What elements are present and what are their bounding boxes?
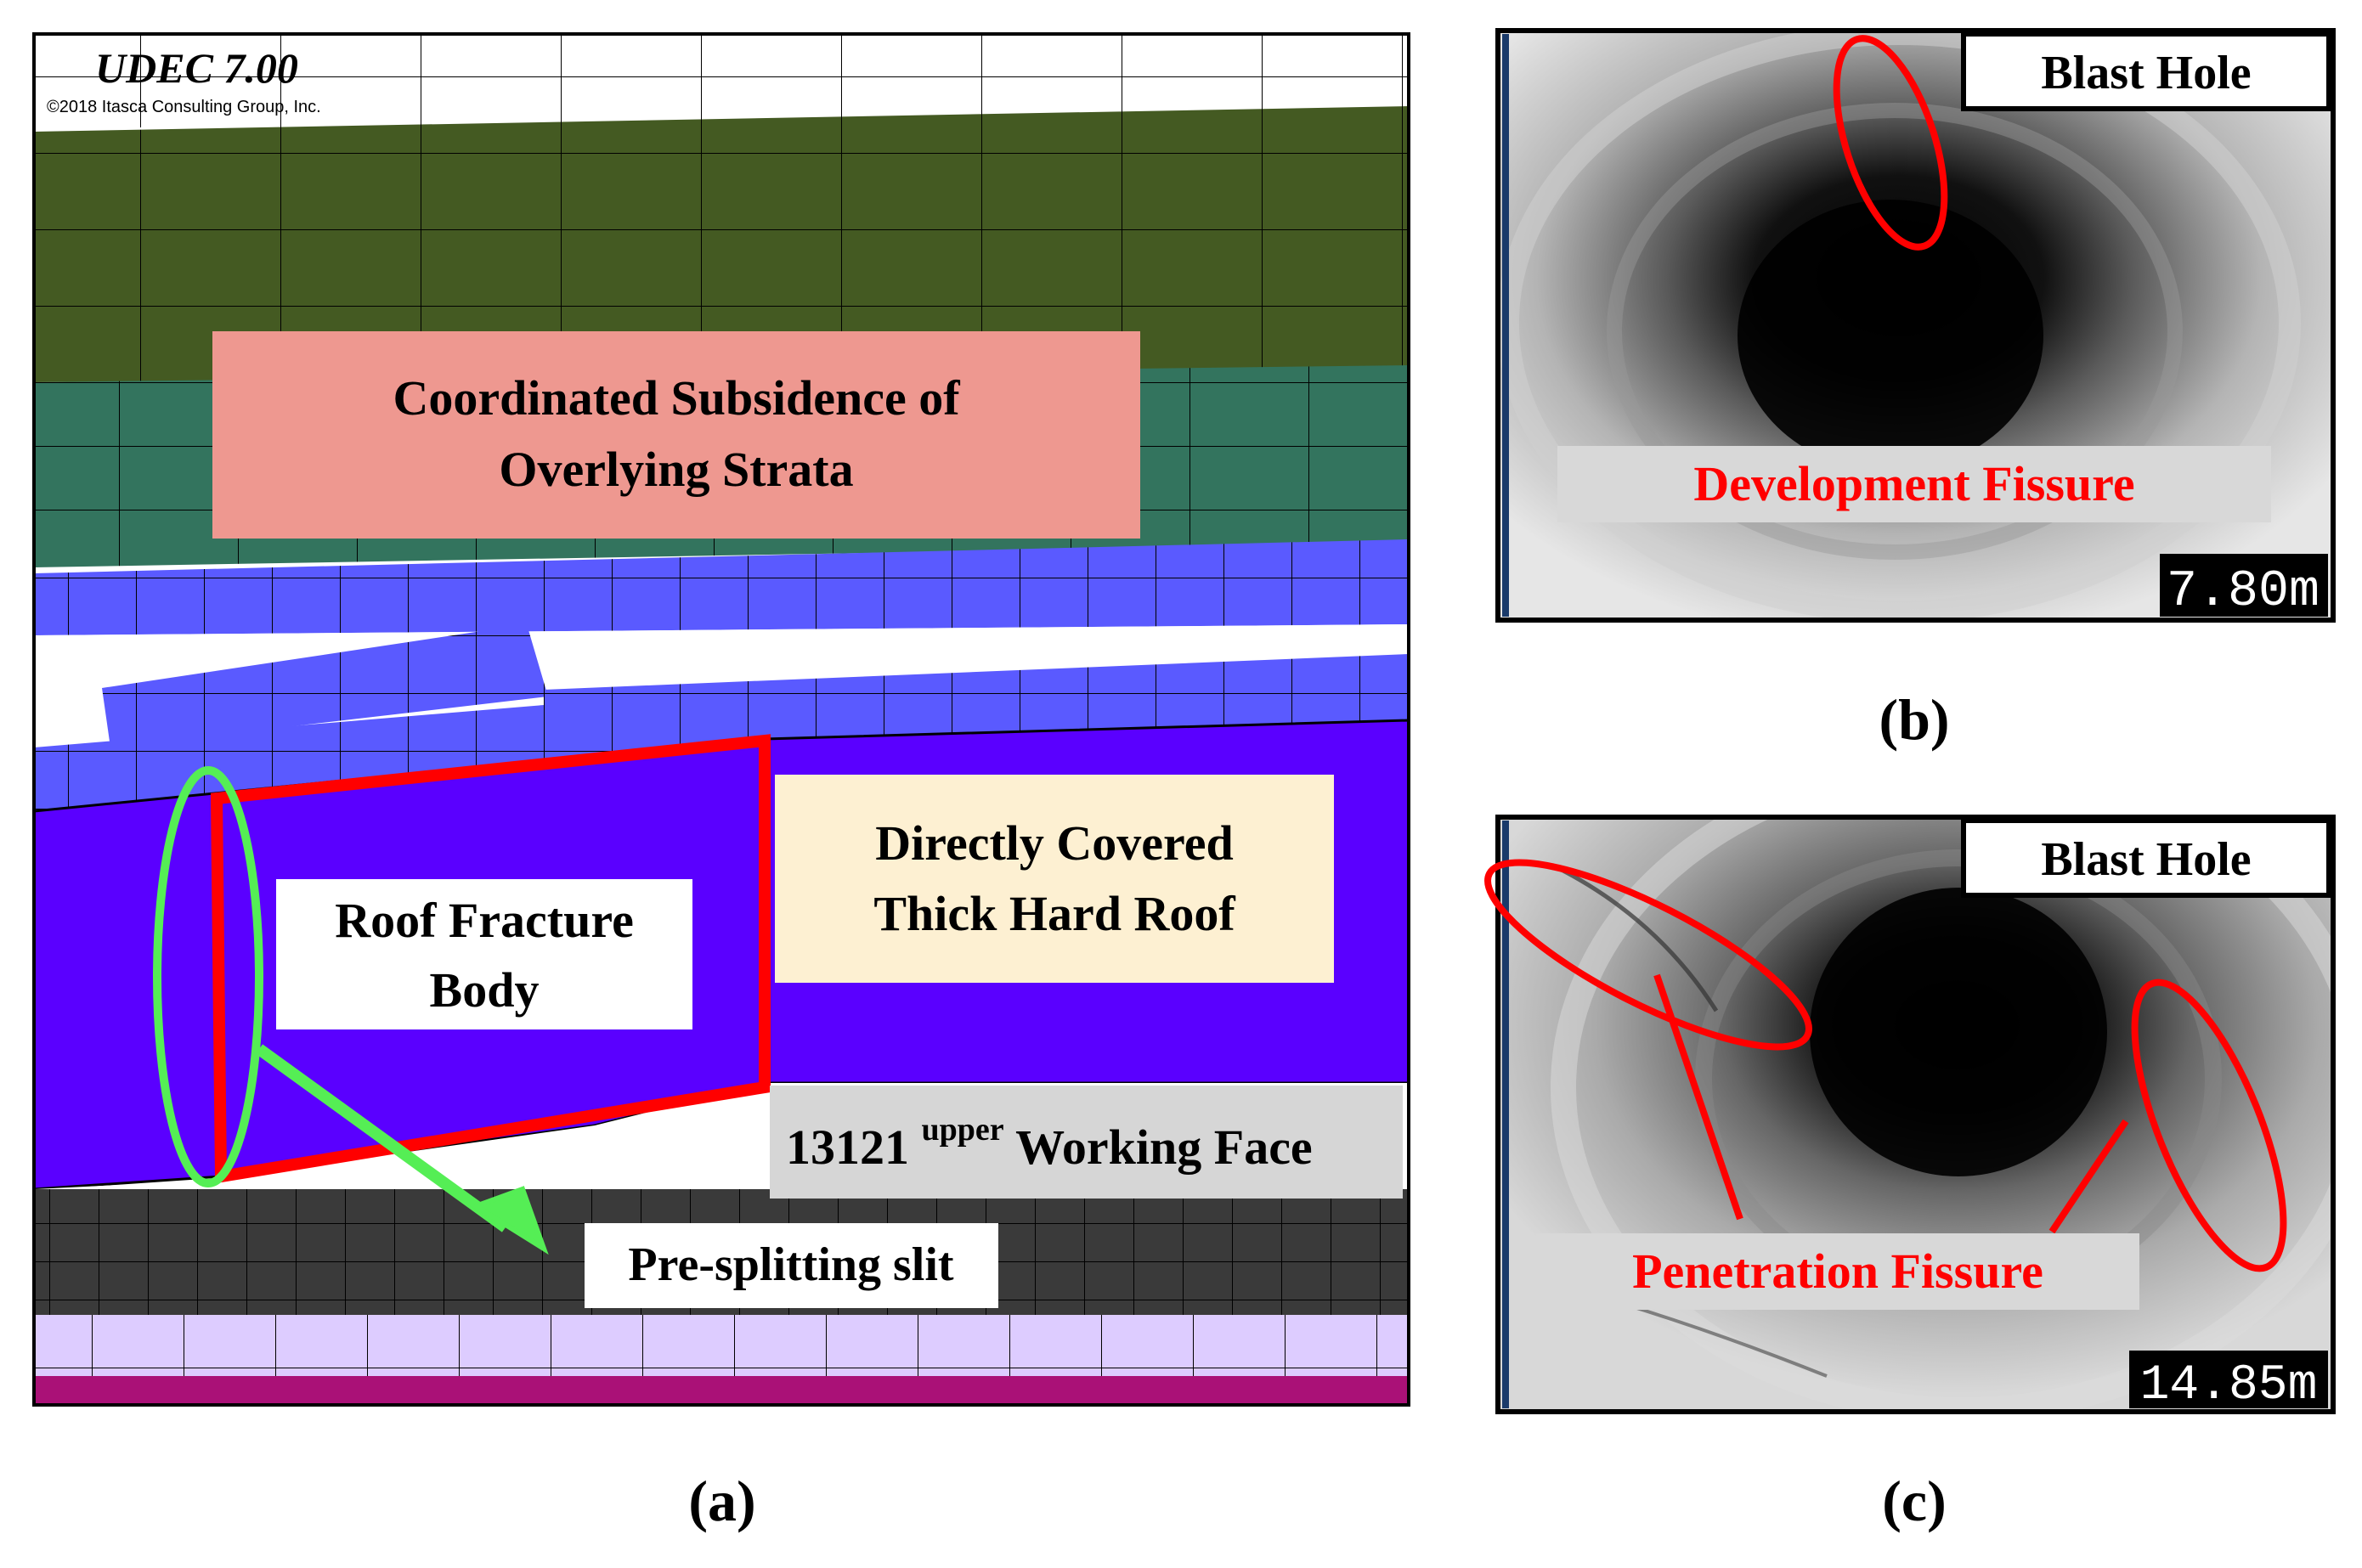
subsidence-label-line1: Coordinated Subsidence of: [393, 370, 960, 426]
working-face-superscript: upper: [922, 1112, 1004, 1148]
caption-a: (a): [688, 1469, 755, 1533]
slit-label-box: [585, 1223, 998, 1308]
panel-b-depth: 7.80m: [2167, 563, 2320, 621]
slit-arrow-head: [470, 1186, 549, 1255]
software-title: UDEC 7.00: [95, 44, 298, 92]
panel-c-pointer-left: [1653, 973, 1743, 1221]
pre-splitting-slit-ellipse: [153, 766, 263, 1187]
thick-roof-label-box: [775, 775, 1334, 983]
tilted-blue-block-row: [102, 624, 548, 747]
panel-a-model: [34, 34, 1409, 1405]
panel-b-fissure-label-box: [1557, 446, 2271, 522]
panel-b-borehole-photo: [1498, 31, 2333, 620]
subsidence-label-box: [212, 331, 1140, 539]
fracture-label-box: [276, 879, 692, 1029]
panel-c-fissure-label-box: [1536, 1233, 2139, 1310]
magenta-base-layer: [34, 1376, 1409, 1405]
slit-arrow-shaft: [255, 1044, 510, 1232]
olive-strata-layer: [34, 106, 1409, 382]
working-face-label-box: [770, 1086, 1403, 1199]
thick-roof-label-line2: Thick Hard Roof: [873, 886, 1235, 941]
panel-c-depth-box: [2129, 1351, 2328, 1408]
working-face-label: 13121 upper Working Face: [786, 1096, 1313, 1175]
panel-a-frame: [32, 32, 1410, 1407]
panel-c-depth: 14.85m: [2140, 1358, 2318, 1413]
panel-c-blast-hole-box: [1961, 818, 2331, 898]
panel-c-pointer-right: [2048, 1119, 2129, 1234]
caption-c: (c): [1882, 1469, 1946, 1533]
upper-blue-block-layer: [34, 539, 1409, 635]
panel-c-frame: [1495, 815, 2336, 1414]
panel-b-depth-box: [2160, 554, 2328, 617]
caption-b: (b): [1879, 687, 1949, 752]
thick-roof-label-line1: Directly Covered: [875, 815, 1233, 871]
slit-label: Pre-splitting slit: [628, 1238, 954, 1291]
fracture-label-line1: Roof Fracture: [335, 893, 634, 948]
working-face-text: Working Face: [1015, 1120, 1313, 1175]
panel-b-fissure-label: Development Fissure: [1693, 456, 2134, 511]
subsidence-label-line2: Overlying Strata: [499, 442, 853, 497]
panel-c-fissure-label: Penetration Fissure: [1632, 1244, 2043, 1299]
lavender-floor-layer: [34, 1315, 1409, 1376]
panel-c-fissure-ellipse-left: [1484, 859, 1812, 1051]
panel-b-fissure-ellipse: [1833, 35, 1948, 251]
panel-b-frame: [1495, 28, 2336, 623]
roof-fracture-body-outline: [210, 734, 771, 1184]
copyright-notice: ©2018 Itasca Consulting Group, Inc.: [47, 98, 321, 116]
panel-b-blast-hole-label: Blast Hole: [2041, 47, 2251, 99]
panel-c-fissure-ellipse-right: [2131, 979, 2287, 1272]
working-face-number: 13121: [786, 1120, 909, 1175]
panel-b-blast-hole-box: [1961, 31, 2331, 111]
panel-c-blast-hole-label: Blast Hole: [2041, 833, 2251, 886]
fracture-label-line2: Body: [430, 962, 540, 1018]
